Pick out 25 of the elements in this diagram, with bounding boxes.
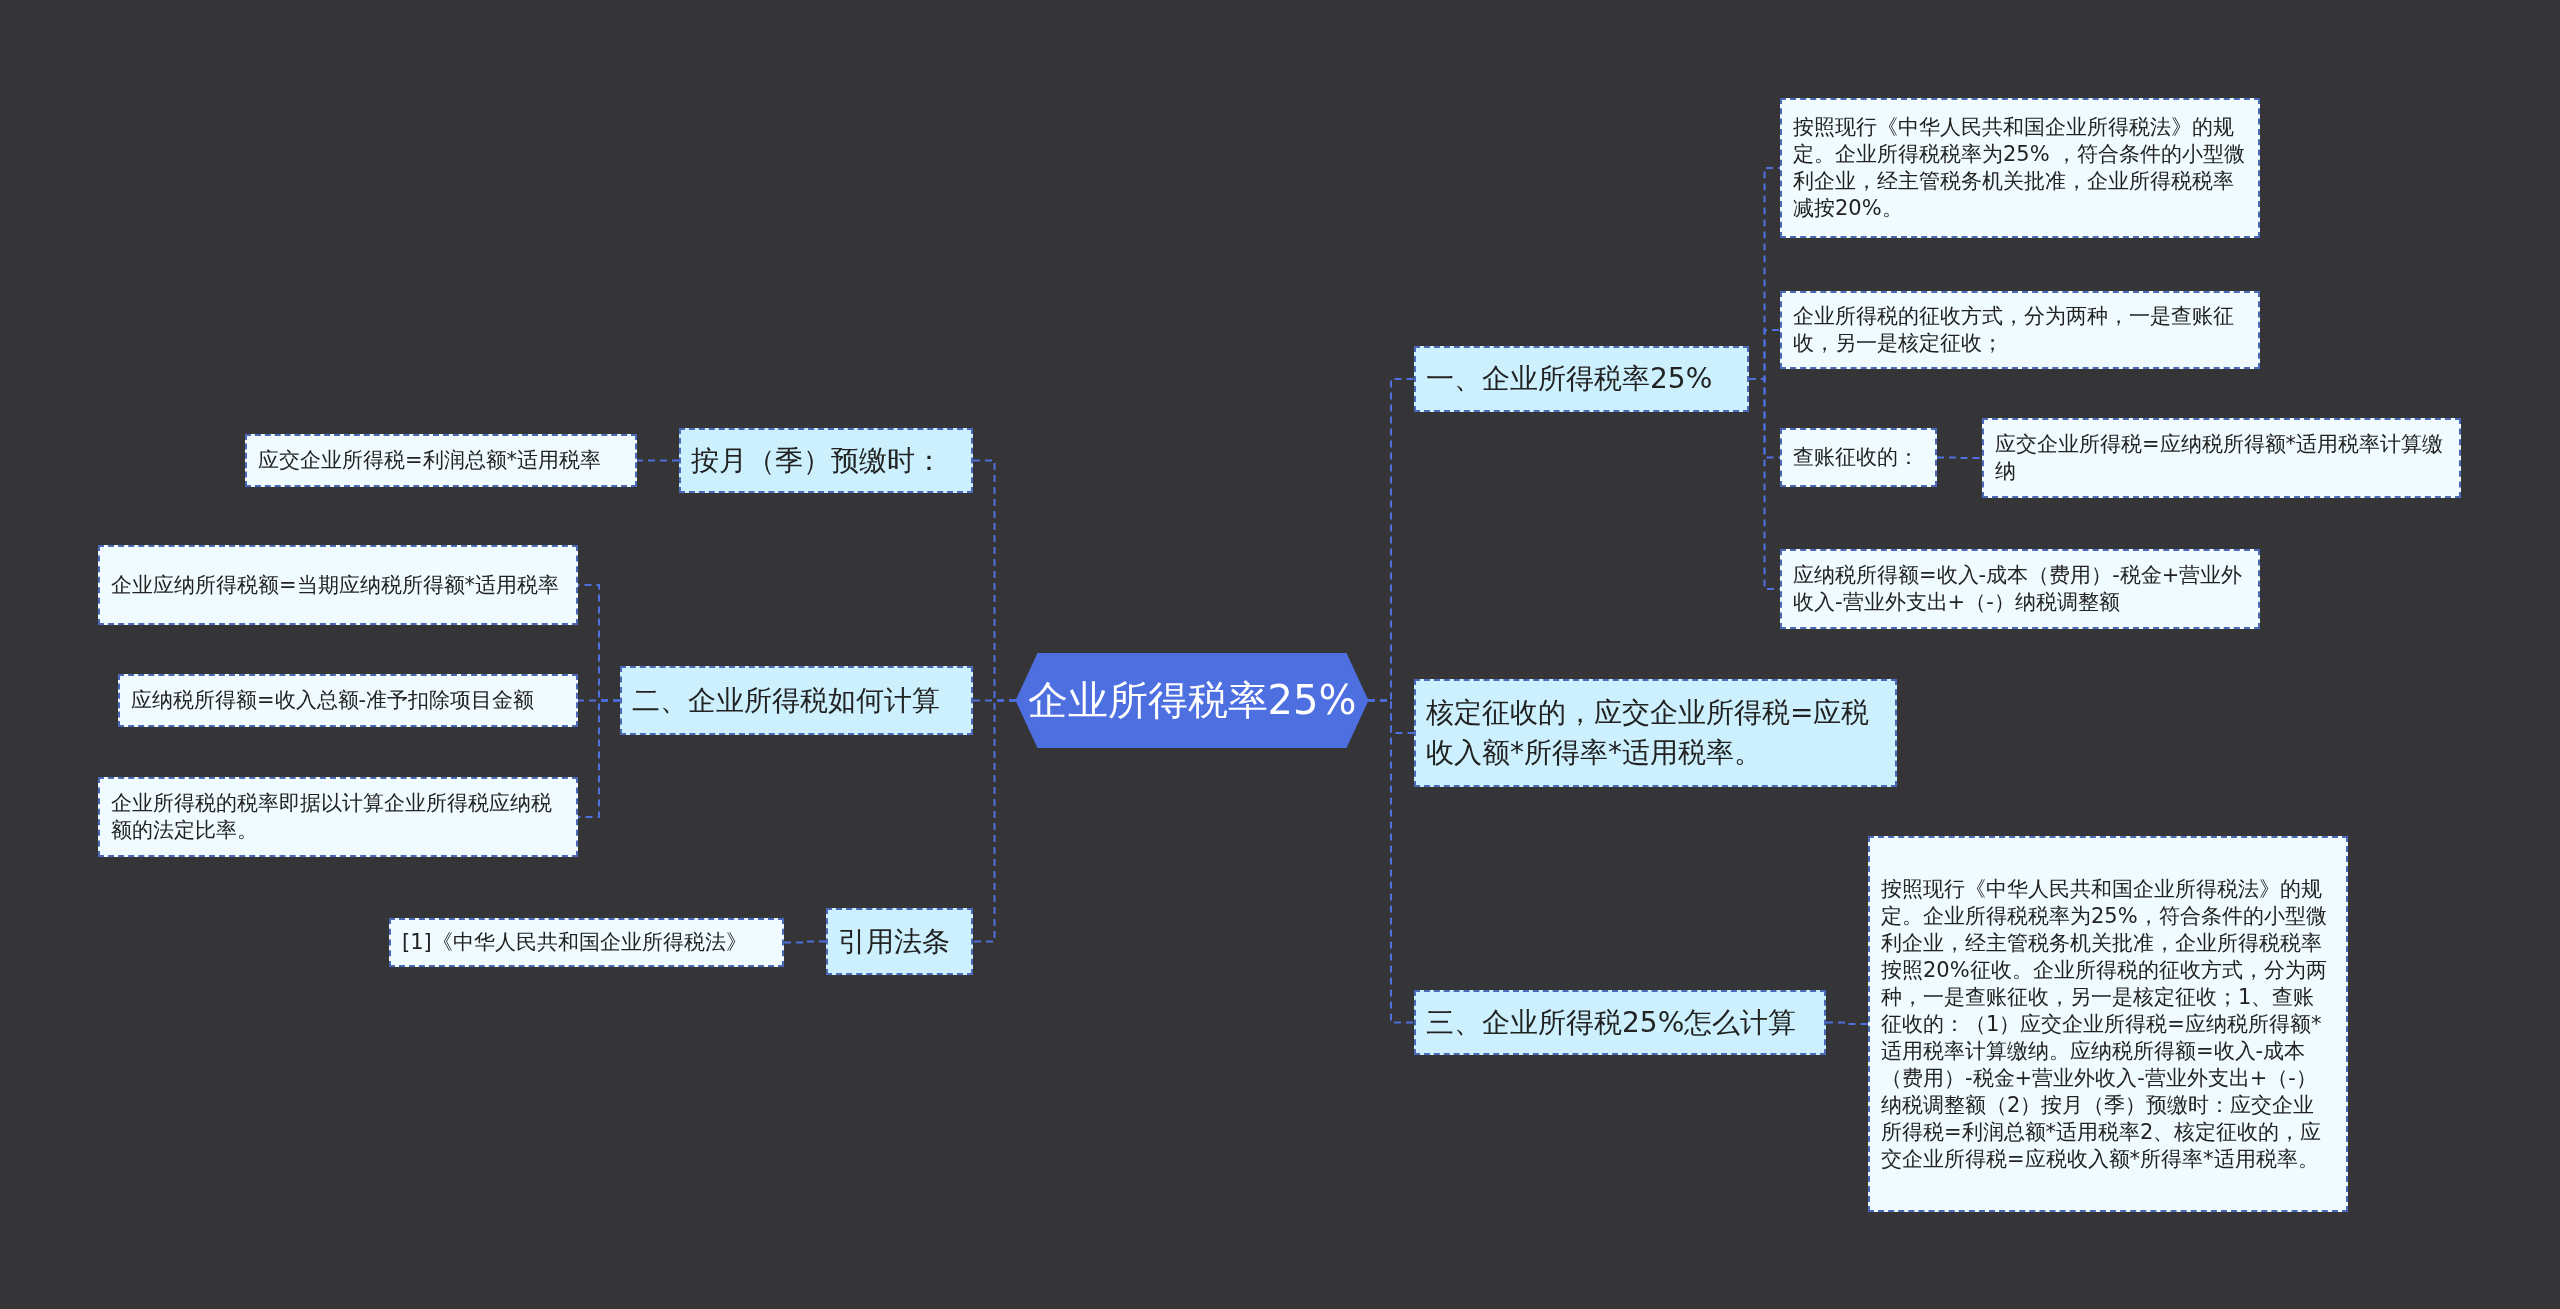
note-box: 应纳税所得额=收入-成本（费用）-税金+营业外收入-营业外支出+（-）纳税调整额 [1780,549,2260,629]
topic-box: 二、企业所得税如何计算 [620,666,973,735]
connector-line [1367,699,1415,1024]
topic-box: 核定征收的，应交企业所得税=应税收入额*所得率*适用税率。 [1414,679,1897,787]
note-box: 应交企业所得税=利润总额*适用税率 [245,434,637,487]
note-box: 按照现行《中华人民共和国企业所得税法》的规定。企业所得税税率为25%，符合条件的小型微利企业，经主管税务机关批准，企业所得税税率按照20%征收。企业所得税的征收方式，分为两种，一是查账征收，另一是核定征收；1、查账征收的：（1）应交企业所得税=应纳税所得额*适用税率计算缴纳。应纳税所得额=收入-成本（费用）-税金+营业外收入-营业外支出+（-）纳税调整额（2）按月（季）预缴时：应交企业所得税=利润总额*适用税率2、核定征收的，应交企业所得税=应税收入额*所得率*适用税率。 [1868,836,2348,1212]
central-topic-hexagon: 企业所得税率25% [1016,653,1368,748]
note-box: 企业应纳所得税额=当期应纳税所得额*适用税率 [98,545,578,625]
note-box: 查账征收的： [1780,428,1937,487]
connector-line [577,699,621,818]
connector-line [1825,1021,1869,1025]
note-box: 企业所得税的税率即据以计算企业所得税应纳税额的法定比率。 [98,777,578,857]
connector-line [783,940,827,944]
note-box: [1]《中华人民共和国企业所得税法》 [389,918,784,967]
connector-line [972,699,1017,943]
note-box: 应交企业所得税=应纳税所得额*适用税率计算缴纳 [1982,418,2461,498]
connector-line [636,459,680,462]
note-box: 应纳税所得额=收入总额-准予扣除项目金额 [118,674,578,727]
topic-box: 按月（季）预缴时： [679,428,973,493]
topic-box: 引用法条 [826,908,973,975]
topic-box: 三、企业所得税25%怎么计算 [1414,990,1826,1055]
note-box: 企业所得税的征收方式，分为两种，一是查账征收，另一是核定征收； [1780,291,2260,369]
connector-line [1936,456,1983,459]
topic-box: 一、企业所得税率25% [1414,346,1749,412]
note-box: 按照现行《中华人民共和国企业所得税法》的规定。企业所得税税率为25% ，符合条件的小型微利企业，经主管税务机关批准，企业所得税税率减按20%。 [1780,98,2260,238]
